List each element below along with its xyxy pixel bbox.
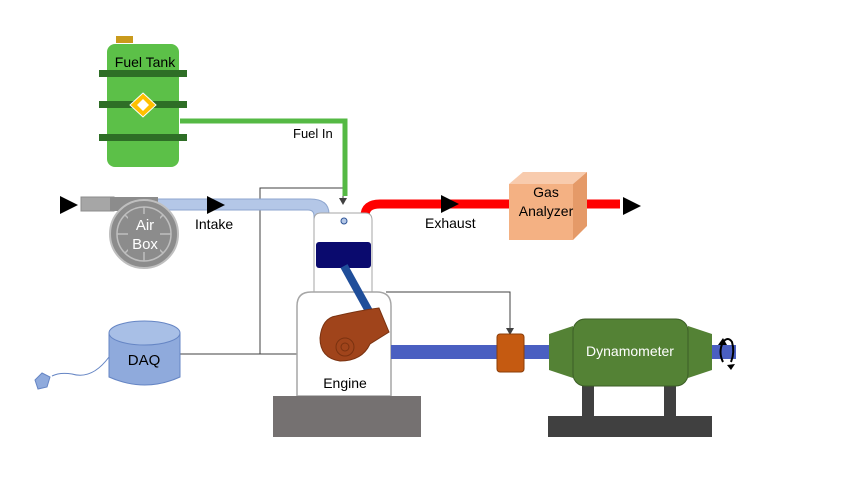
- torque-signal-line: [386, 291, 511, 330]
- exhaust-label: Exhaust: [425, 215, 476, 231]
- shaft-rotation-icon: [718, 338, 735, 370]
- daq-cylinder-top: [108, 320, 181, 346]
- fuel-tank-label: Fuel Tank: [115, 54, 176, 70]
- dynamometer: Dynamometer: [548, 318, 712, 437]
- engine-base: [273, 396, 421, 437]
- daq-cylinder-body: [108, 332, 181, 386]
- signal-arrowhead-coupling: [506, 328, 514, 335]
- crankshaft-icon: [319, 307, 390, 362]
- piston: [316, 242, 371, 268]
- cylinder: [313, 212, 373, 293]
- dynamometer-body: [572, 318, 689, 387]
- intake-pipe: [149, 198, 330, 225]
- dynamometer-base: [548, 416, 712, 437]
- air-box: Air Box: [80, 196, 179, 269]
- daq-sensor-plug-icon: [34, 372, 51, 390]
- air-box-label-line1: Air: [136, 217, 154, 234]
- daq-label: DAQ: [128, 352, 161, 369]
- dynamometer-leg-right: [664, 386, 676, 417]
- engine: Engine: [273, 264, 421, 437]
- dynamometer-flange-right: [688, 326, 712, 378]
- air-box-label-backing: [128, 214, 160, 252]
- gas-analyzer-side: [573, 172, 587, 240]
- fuel-in-label: Fuel In: [293, 126, 333, 141]
- fuel-tank: Fuel Tank: [99, 36, 187, 167]
- dynamometer-leg-left: [582, 386, 594, 417]
- flow-arrows: [60, 195, 641, 215]
- fuel-tank-band-top: [99, 70, 187, 77]
- dynamometer-flange-left: [549, 326, 573, 378]
- fuel-tank-band-bottom: [99, 134, 187, 141]
- daq-cable: [51, 356, 110, 377]
- fuel-line: [180, 118, 348, 196]
- fuel-tank-cap: [116, 36, 133, 43]
- dynamometer-label: Dynamometer: [586, 343, 674, 359]
- fuel-injector-icon: [340, 217, 348, 225]
- gas-analyzer-label-line1: Gas: [533, 184, 559, 200]
- gas-analyzer-front: [509, 184, 573, 240]
- gas-analyzer-label-line2: Analyzer: [519, 203, 574, 219]
- air-box-inlet: [80, 196, 115, 212]
- air-box-label-line2: Box: [132, 236, 158, 253]
- gas-analyzer-top: [509, 172, 587, 184]
- intake-label: Intake: [195, 216, 233, 232]
- gas-analyzer: Gas Analyzer: [509, 172, 587, 240]
- engine-label: Engine: [323, 375, 367, 391]
- shaft-coupling: [496, 333, 525, 373]
- signal-arrowhead-injector: [339, 198, 347, 205]
- fuel-valve-icon: [129, 92, 157, 118]
- daq: DAQ: [34, 320, 181, 390]
